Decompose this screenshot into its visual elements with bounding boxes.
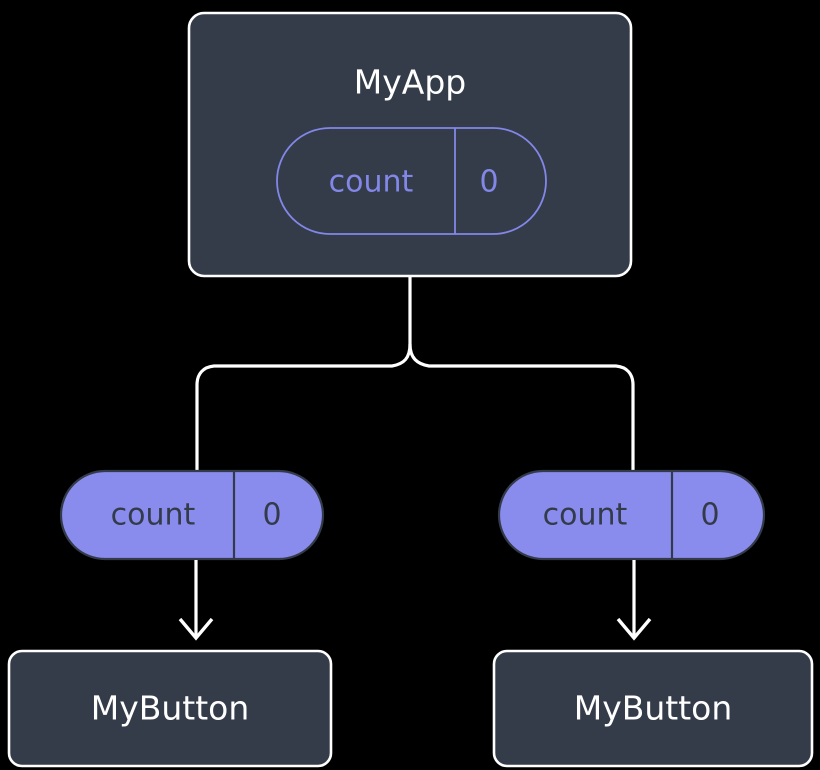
prop-pill-left-value: 0 bbox=[262, 498, 281, 533]
node-mybutton-left-box[interactable] bbox=[7, 649, 333, 768]
arrow-left-head bbox=[178, 617, 214, 641]
arrow-down-icon-left bbox=[178, 560, 214, 641]
prop-pill-left-shape[interactable] bbox=[59, 469, 325, 561]
node-mybutton-left-label: MyButton bbox=[91, 689, 250, 728]
node-mybutton-right-label: MyButton bbox=[574, 689, 733, 728]
state-pill-myapp-key: count bbox=[329, 165, 414, 200]
node-mybutton-right[interactable]: MyButton bbox=[492, 649, 814, 768]
arrow-right-head bbox=[616, 617, 652, 641]
prop-pill-right-shape[interactable] bbox=[497, 469, 766, 561]
fork-connector-icon bbox=[195, 277, 412, 470]
prop-pill-left-key: count bbox=[111, 498, 196, 533]
state-pill-myapp[interactable]: count 0 bbox=[276, 127, 547, 235]
node-myapp-label: MyApp bbox=[354, 63, 466, 102]
arrow-down-icon-right bbox=[616, 560, 652, 641]
connector-group bbox=[195, 277, 635, 470]
prop-pill-right[interactable]: count 0 bbox=[497, 469, 766, 561]
prop-pill-right-key: count bbox=[543, 498, 628, 533]
prop-pill-right-value: 0 bbox=[700, 498, 719, 533]
state-pill-myapp-value: 0 bbox=[479, 165, 498, 200]
node-myapp[interactable]: MyApp count 0 bbox=[187, 11, 633, 278]
state-pill-myapp-shape[interactable] bbox=[276, 127, 547, 235]
prop-pill-left[interactable]: count 0 bbox=[59, 469, 325, 561]
node-mybutton-left[interactable]: MyButton bbox=[7, 649, 333, 768]
node-myapp-box[interactable] bbox=[187, 11, 633, 278]
fork-connector-right-icon bbox=[408, 343, 635, 470]
node-mybutton-right-box[interactable] bbox=[492, 649, 814, 768]
